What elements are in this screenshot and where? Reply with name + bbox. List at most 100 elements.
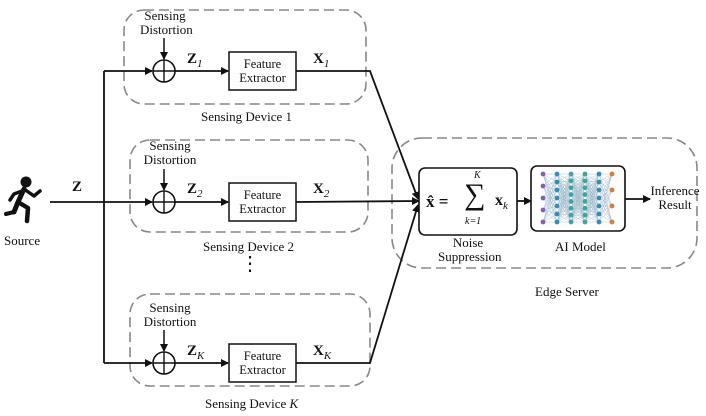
device-1-box (123, 9, 367, 105)
source-signal-label: Z (72, 179, 83, 195)
nn-edge (556, 194, 572, 223)
nn-edge (584, 173, 600, 182)
nn-edge (556, 194, 572, 207)
nn-edge (542, 209, 558, 215)
xk-label: XK (313, 343, 332, 363)
nn-edge (542, 189, 558, 223)
nn-node (582, 192, 588, 197)
nn-edge (542, 173, 558, 211)
nn-edge (584, 189, 600, 209)
nn-edge (570, 173, 586, 182)
nn-node (609, 219, 615, 225)
nn-edge (570, 214, 586, 223)
nn-edge (556, 201, 572, 207)
nn-edge (598, 173, 613, 183)
edge-server-box (391, 137, 698, 269)
nn-node (554, 179, 560, 185)
nn-edge (584, 187, 600, 215)
formula-lower: k=1 (465, 216, 482, 227)
x2-line (295, 197, 420, 206)
nn-edge (584, 187, 600, 223)
nn-node (609, 203, 615, 209)
nn-edge (542, 197, 558, 211)
formula-lhs: x̂ = (426, 192, 449, 211)
nn-edge (584, 173, 600, 195)
nn-edge (542, 197, 558, 223)
nn-edge (584, 173, 600, 209)
nn-edge (584, 181, 600, 202)
nn-node (596, 195, 602, 201)
nn-node (582, 219, 588, 225)
nn-edge (570, 173, 586, 209)
nn-edge (584, 173, 600, 188)
nn-edge (584, 189, 600, 223)
nn-edge (584, 187, 600, 199)
nn-node (568, 171, 574, 177)
nn-edge (556, 214, 572, 223)
formula-upper: K (474, 170, 481, 181)
sigma-icon: ∑ (464, 178, 486, 211)
nn-edge (584, 197, 600, 202)
nn-edge (556, 197, 572, 202)
nn-edge (584, 194, 600, 199)
nn-node (554, 195, 560, 201)
z2-label: Z2 (187, 181, 203, 201)
nn-node (540, 207, 546, 213)
ai-model-label: AI Model (555, 239, 606, 254)
nn-edge (598, 189, 613, 223)
nn-edge (570, 173, 586, 223)
nn-node (582, 199, 588, 204)
nn-edge (556, 187, 572, 207)
nn-edge (542, 173, 558, 191)
nn-edge (542, 181, 558, 199)
zk-label: ZK (187, 343, 205, 363)
nn-edge (556, 173, 572, 191)
nn-node (596, 179, 602, 185)
nn-edge (570, 194, 586, 223)
nn-node (554, 187, 560, 193)
nn-node (582, 171, 588, 177)
nn-edge (598, 213, 613, 223)
source-label: Source (4, 233, 41, 248)
nn-edge (556, 201, 572, 223)
nn-edge (556, 181, 572, 209)
nn-node (596, 187, 602, 193)
nn-edge (570, 173, 586, 195)
nn-edge (556, 173, 572, 183)
nn-edge (584, 173, 600, 202)
device-1-label: Sensing Device 1 (201, 109, 292, 124)
nn-edge (556, 173, 572, 207)
device-k-label: Sensing Device K (205, 396, 299, 411)
nn-node (540, 171, 546, 177)
nn-edge (598, 173, 613, 199)
nn-node (582, 205, 588, 211)
nn-node (554, 171, 560, 177)
formula-term: xk (495, 192, 508, 213)
nn-edge (556, 173, 572, 202)
nn-edge (598, 173, 613, 207)
xk-line (296, 204, 420, 364)
nn-node (596, 211, 602, 217)
neural-network-icon (540, 171, 615, 225)
edge-server-label: Edge Server (535, 284, 599, 299)
device-2-box (129, 139, 369, 233)
nn-edge (556, 201, 572, 215)
nn-edge (542, 209, 558, 223)
nn-node (596, 203, 602, 209)
nn-node (540, 195, 546, 201)
nn-node (568, 199, 574, 204)
z1-label: Z1 (187, 51, 203, 71)
nn-edge (556, 173, 572, 195)
nn-edge (556, 194, 572, 215)
nn-edge (556, 181, 572, 202)
nn-node (554, 211, 560, 217)
nn-edge (542, 205, 558, 223)
nn-node (554, 219, 560, 225)
nn-node (582, 185, 588, 191)
nn-edge (556, 189, 572, 209)
